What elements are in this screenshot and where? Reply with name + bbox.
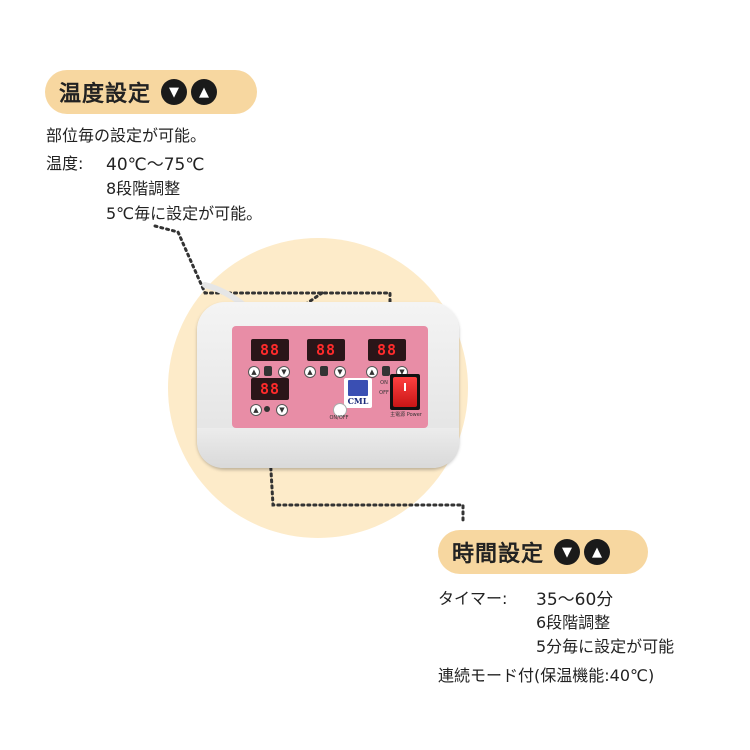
brand-name: CML xyxy=(347,396,369,406)
timer-display: 88 xyxy=(251,378,289,400)
zone-2-icon xyxy=(320,366,328,376)
down-arrow-icon: ▼ xyxy=(554,539,581,565)
temperature-setting-title: 温度設定 xyxy=(59,82,152,107)
onoff-label: ON/OFF xyxy=(329,415,349,421)
zone-2-down-button[interactable]: ▼ xyxy=(334,366,346,378)
switch-off-label: OFF xyxy=(379,390,389,396)
up-arrow-icon: ▲ xyxy=(584,539,611,565)
power-label: 主電源 Power xyxy=(390,412,422,418)
time-setting-title: 時間設定 xyxy=(452,542,545,567)
switch-on-label: ON xyxy=(380,380,388,386)
onoff-button[interactable] xyxy=(333,403,347,417)
temperature-steps: 8段階調整 xyxy=(106,179,181,198)
down-arrow-icon: ▼ xyxy=(161,79,188,105)
zone-2-up-button[interactable]: ▲ xyxy=(304,366,316,378)
zone-1-display: 88 xyxy=(251,339,289,361)
timer-down-button[interactable]: ▼ xyxy=(276,404,288,416)
timer-icon xyxy=(264,406,270,412)
up-arrow-icon: ▲ xyxy=(191,79,218,105)
timer-increment: 5分毎に設定が可能 xyxy=(536,637,675,656)
temperature-increment: 5℃毎に設定が可能。 xyxy=(106,204,263,223)
temperature-label: 温度: xyxy=(46,154,84,173)
timer-up-button[interactable]: ▲ xyxy=(250,404,262,416)
zone-1-icon xyxy=(264,366,272,376)
time-setting-badge: 時間設定 ▼ ▲ xyxy=(438,530,648,574)
brand-logo: CML xyxy=(344,378,372,408)
timer-label: タイマー: xyxy=(438,589,508,608)
continuous-mode-note: 連続モード付(保温機能:40℃) xyxy=(438,666,655,685)
zone-1-down-button[interactable]: ▼ xyxy=(278,366,290,378)
timer-range: 35～60分 xyxy=(536,590,614,610)
temperature-note: 部位毎の設定が可能。 xyxy=(46,126,207,145)
temperature-range: 40℃～75℃ xyxy=(106,155,205,175)
temperature-setting-badge: 温度設定 ▼ ▲ xyxy=(45,70,257,114)
power-switch[interactable] xyxy=(390,374,420,410)
zone-3-display: 88 xyxy=(368,339,406,361)
zone-3-up-button[interactable]: ▲ xyxy=(366,366,378,378)
zone-1-up-button[interactable]: ▲ xyxy=(248,366,260,378)
switch-labels: ON OFF xyxy=(378,380,390,396)
zone-3-icon xyxy=(382,366,390,376)
timer-steps: 6段階調整 xyxy=(536,613,611,632)
controller-front-lip xyxy=(197,428,459,468)
zone-2-display: 88 xyxy=(307,339,345,361)
